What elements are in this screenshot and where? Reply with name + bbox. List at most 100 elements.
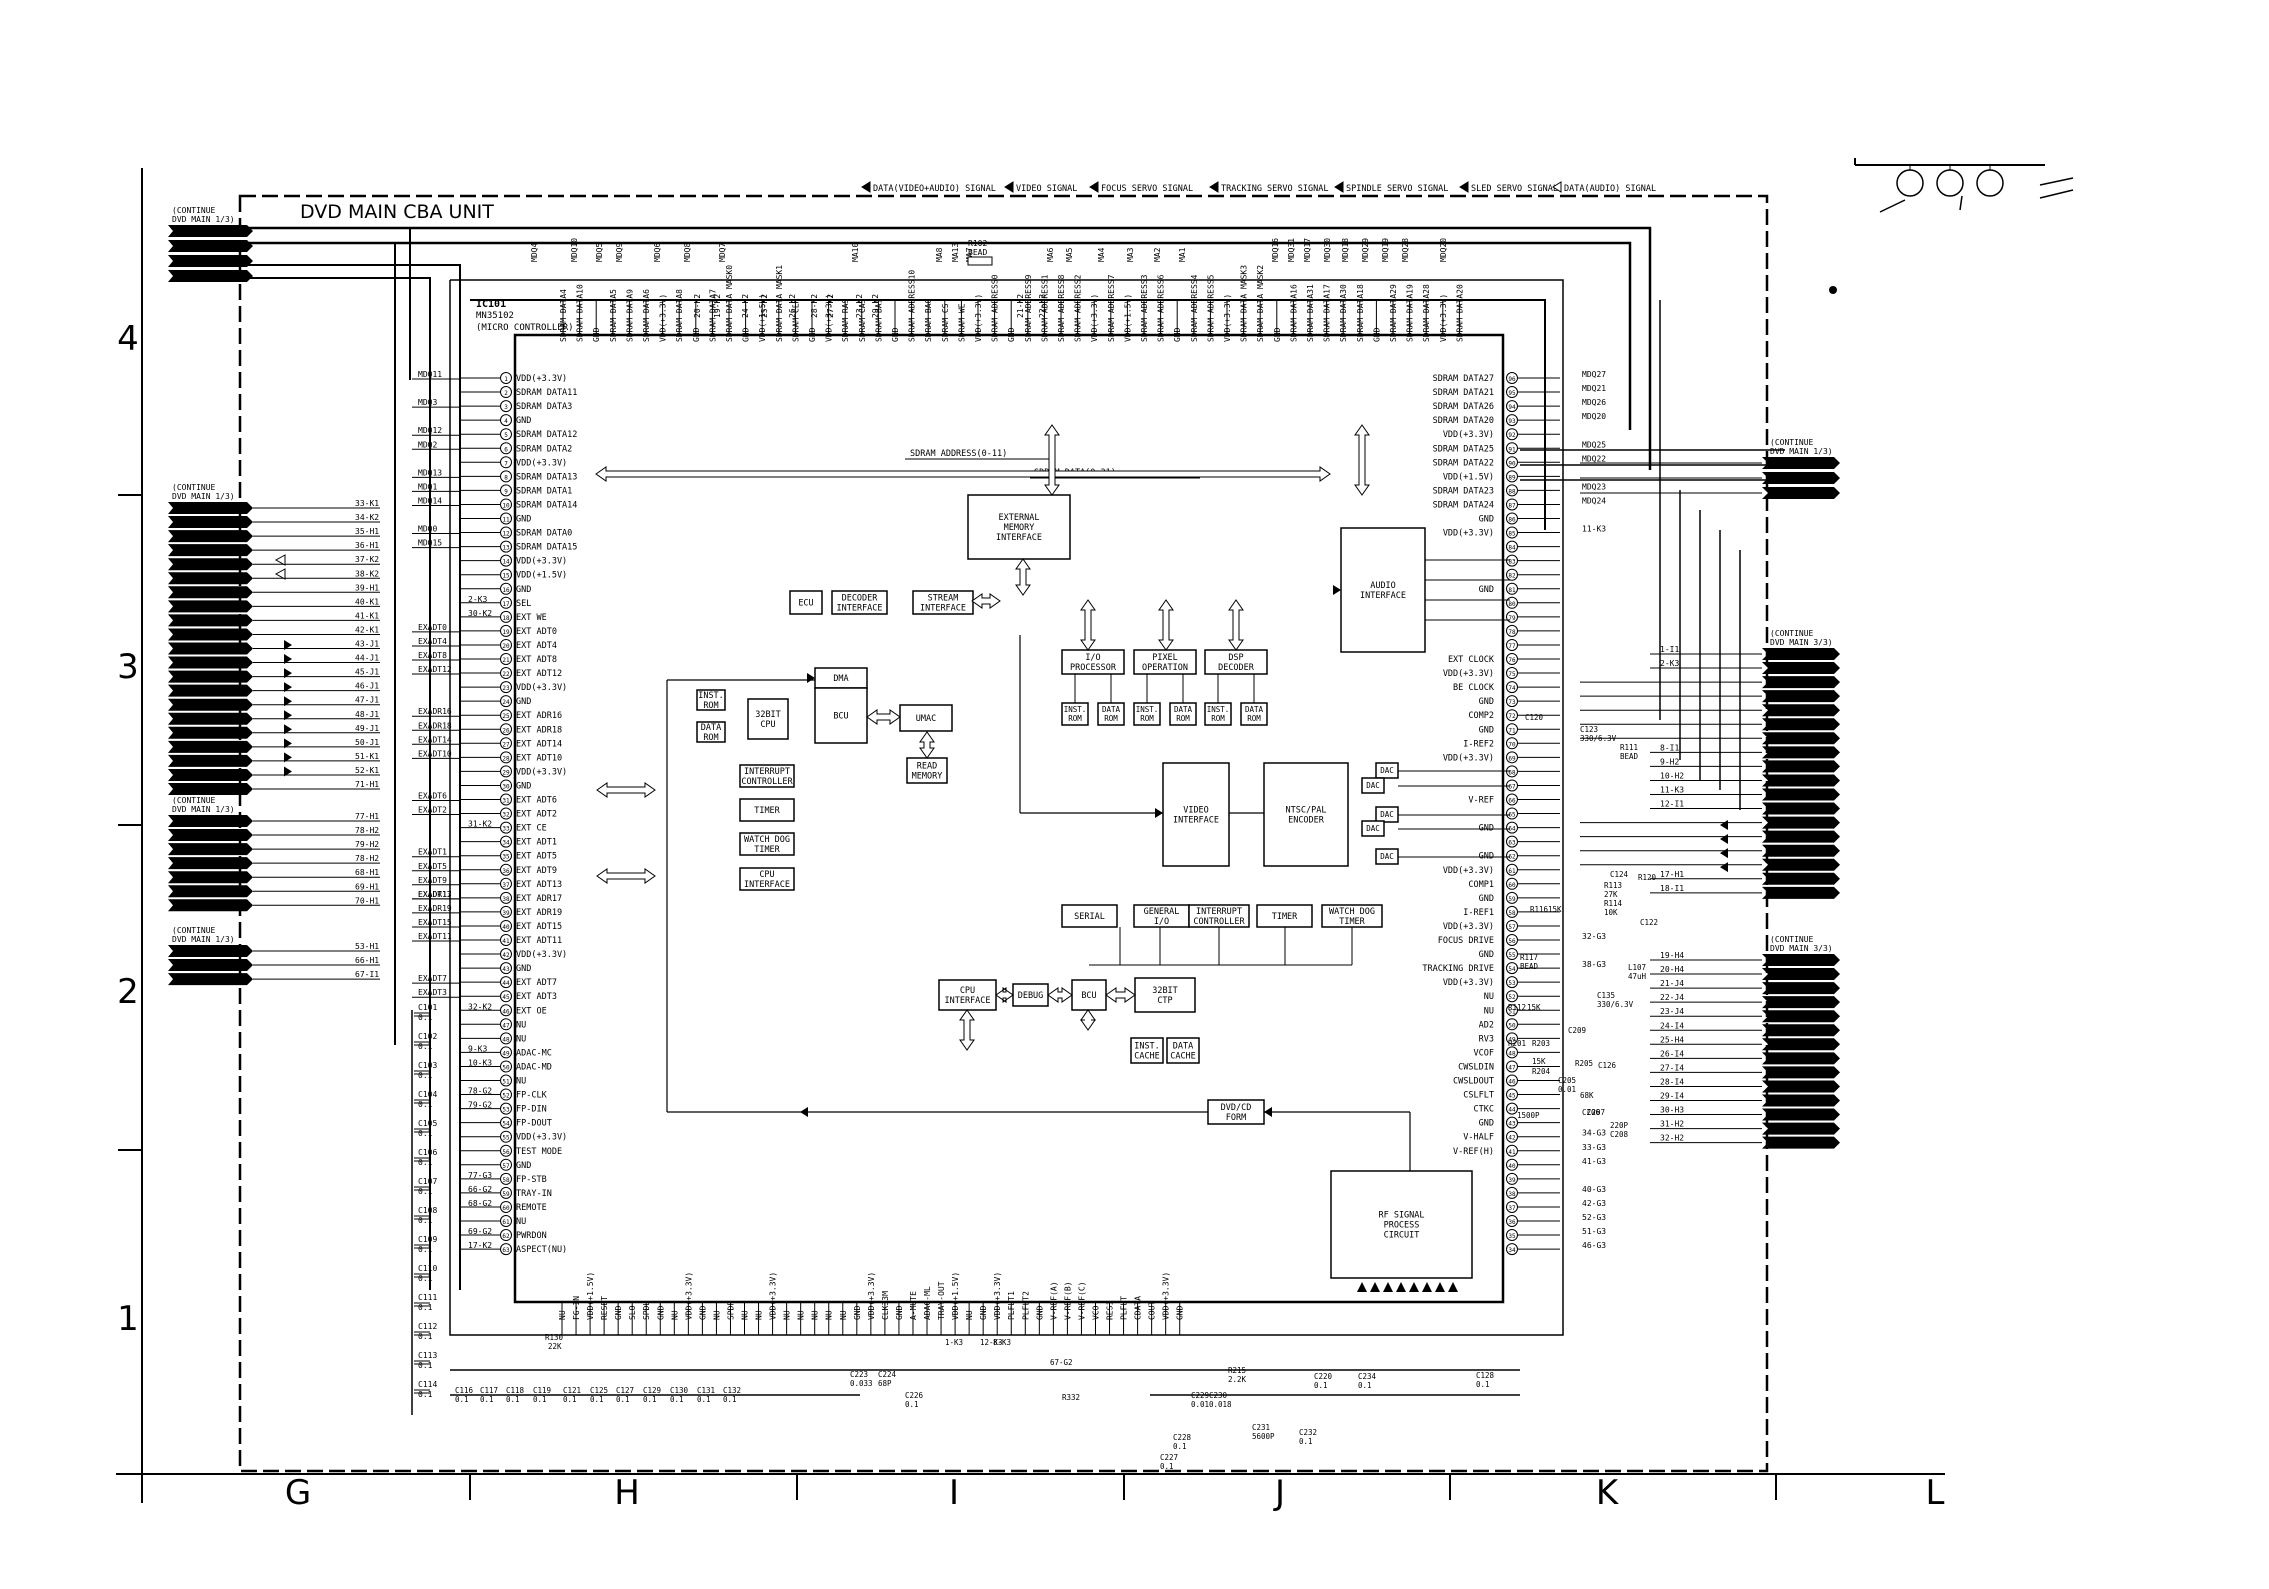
capacitor-value: 0.1	[418, 1361, 433, 1370]
connector-ref: 78-H2	[355, 826, 379, 835]
connector-header: DVD MAIN 1/3)	[172, 215, 235, 224]
right-part-label: R205	[1575, 1059, 1593, 1068]
pin-number	[500, 428, 512, 441]
pin-number-label: 46	[1508, 1079, 1516, 1086]
right-part-label: 27K	[1604, 890, 1618, 899]
dac-label: DAC	[1380, 766, 1394, 775]
left-pin-label: SDRAM DATA3	[516, 402, 572, 412]
pin-number	[500, 1144, 512, 1157]
left-pin-label: EXT ADT3	[516, 992, 557, 1002]
capacitor-ref: C104	[418, 1090, 437, 1099]
connector-signal: PCM-DATA0	[1768, 720, 1812, 729]
bottom-capacitor-value: 68P	[878, 1379, 892, 1388]
connector-ref: 21-J4	[1660, 979, 1684, 988]
pin-number	[500, 863, 512, 876]
pin-number	[1506, 1215, 1518, 1227]
pin-number	[1506, 849, 1518, 862]
pin-number	[500, 807, 512, 820]
left-pin-label: EXT ADT0	[516, 627, 557, 637]
bus-net-label: MDQ11	[418, 370, 442, 379]
connector-flag	[168, 255, 253, 267]
bus-net-label: EXADT13	[418, 890, 452, 899]
connector-signal: VIN1	[227, 645, 246, 654]
right-part-label: C122	[1640, 918, 1658, 927]
right-pin-label: CTKC	[1474, 1105, 1494, 1115]
connector-flag	[1762, 704, 1840, 717]
right-part-label: C135	[1597, 991, 1615, 1000]
block-rf-signal-label: CIRCUIT	[1384, 1231, 1420, 1241]
capacitor-value: 0.1	[418, 1129, 433, 1138]
block-watchdog-1-box	[739, 832, 795, 856]
block-interrupt-ctl-2-label: INTERRUPT	[1196, 907, 1242, 917]
pin-number	[1506, 400, 1518, 413]
pin-number-label: 73	[1508, 699, 1516, 706]
pin-number	[1506, 751, 1518, 764]
right-net-label: 38-G3	[1582, 960, 1606, 969]
column-letter: L	[1926, 1473, 1945, 1513]
pin-number-label: 43	[502, 966, 510, 973]
bottom-misc-label: 12-K3	[980, 1338, 1003, 1347]
cross-ref-label: 31-K2	[468, 820, 492, 829]
left-pin-label: EXT ADR16	[516, 711, 562, 721]
bottom-capacitor-ref: C131	[697, 1386, 715, 1395]
pin-number-label: 64	[1508, 826, 1516, 833]
connector-flag	[1762, 1080, 1840, 1093]
left-pin-label: EXT ADT5	[516, 852, 557, 862]
connector-ref: 17-H1	[1660, 870, 1684, 879]
pin-number-label: 67	[1508, 783, 1516, 790]
block-rf-signal-box	[1330, 1170, 1473, 1279]
block-decoder-if-label: DECODER	[842, 593, 879, 603]
right-net-label: MDQ20	[1582, 412, 1606, 421]
left-pin-label: EXT CE	[516, 824, 547, 834]
capacitor-ref: C105	[418, 1119, 437, 1128]
pin-number	[500, 793, 512, 806]
right-part-label: 330/6.3V	[1580, 734, 1617, 743]
connector-flag	[168, 642, 253, 655]
right-pin-label: SDRAM DATA27	[1433, 374, 1494, 384]
connector-signal: PWRDON	[217, 887, 246, 896]
connector-ref: 22-J4	[1660, 993, 1684, 1002]
right-pin-label: VDD(+1.5V)	[1443, 472, 1494, 482]
connector-header: (CONTINUE	[172, 483, 216, 492]
pin-number	[1506, 526, 1518, 539]
right-net-label: 41-G3	[1582, 1157, 1606, 1166]
left-pin-label: VDD(+3.3V)	[516, 458, 567, 468]
pin-number	[500, 751, 512, 764]
pin-number	[500, 681, 512, 694]
connector-ref: 67-I1	[355, 970, 379, 979]
connector-signal: VIN3	[227, 673, 246, 682]
right-part-label: R111	[1620, 743, 1638, 752]
right-net-label: 51-G3	[1582, 1227, 1606, 1236]
right-part-label: R117	[1520, 953, 1538, 962]
connector-flag	[1762, 676, 1840, 689]
legend-arrow	[1459, 181, 1469, 193]
video-arrow	[1720, 820, 1728, 830]
pin-number-label: 70	[1508, 741, 1516, 748]
block-ctp32-label: 32BIT	[1152, 986, 1178, 996]
capacitor-value: 0.1	[418, 1042, 433, 1051]
connector-ref: 23-J4	[1660, 1007, 1684, 1016]
left-pin-label: EXT ADT6	[516, 796, 557, 806]
connector-flag	[1762, 788, 1840, 801]
pin-number	[1506, 1060, 1518, 1073]
pin-number-label: 56	[1508, 938, 1516, 945]
right-pin-label: VDD(+3.3V)	[1443, 669, 1494, 679]
input-arrow	[284, 668, 292, 679]
bottom-capacitor-ref: C117	[480, 1386, 498, 1395]
pin-number	[1506, 1243, 1518, 1256]
connector-signal: VIN5	[227, 701, 246, 710]
right-part-label: 220P	[1610, 1121, 1629, 1130]
pin-number-label: 80	[1508, 601, 1516, 608]
bus-net-label: EXADR16	[418, 707, 452, 716]
right-pin-label: RV3	[1479, 1034, 1494, 1044]
connector-ref: 2-K3	[1660, 659, 1679, 668]
left-pin-label: GND	[516, 1161, 531, 1171]
pin-number-label: 55	[502, 1135, 510, 1142]
input-arrow	[284, 738, 292, 749]
connector-signal: FOCUS DRIVE	[193, 560, 246, 569]
pin-number	[1506, 386, 1518, 399]
input-arrow	[284, 710, 292, 721]
pin-number-label: 55	[1508, 952, 1516, 959]
pin-number-label: 61	[502, 1219, 510, 1226]
